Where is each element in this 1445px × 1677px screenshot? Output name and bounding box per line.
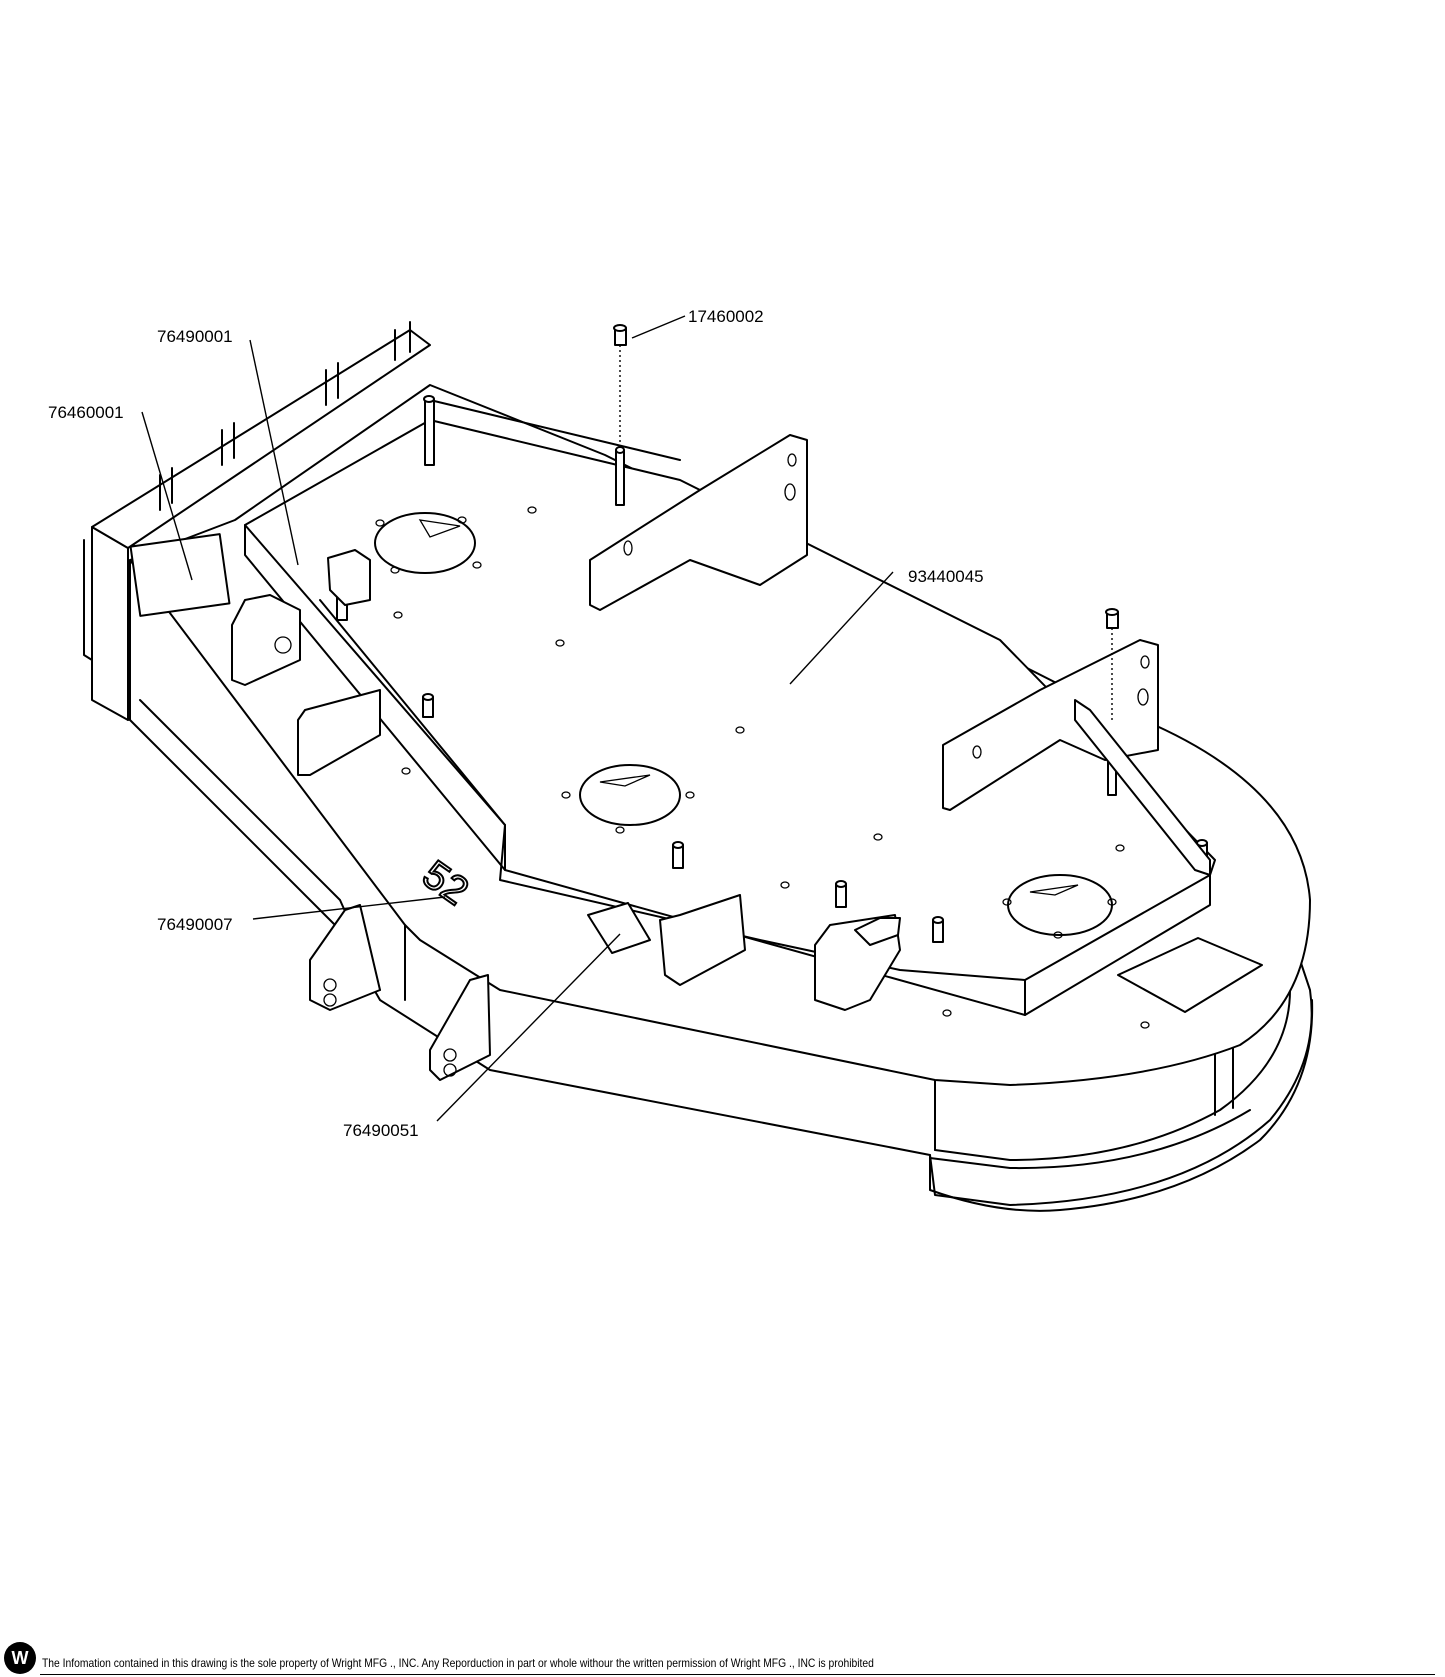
callout-93440045: 93440045 <box>908 567 984 586</box>
rear-wall-right <box>1074 699 1211 876</box>
leader-lines <box>141 315 894 1122</box>
bumper-brackets <box>159 321 411 511</box>
front-hanger-brackets <box>231 549 381 776</box>
rear-hanger-bracket-right <box>942 639 1159 811</box>
front-bumper <box>83 329 431 721</box>
callout-17460002: 17460002 <box>688 307 764 326</box>
callout-76490051: 76490051 <box>343 1121 419 1140</box>
exploded-caps <box>613 324 1119 629</box>
front-lift-brackets <box>309 894 901 1081</box>
callout-76490001: 76490001 <box>157 327 233 346</box>
deck-decals <box>587 902 1263 1013</box>
copyright-notice: The Infomation contained in this drawing… <box>42 1656 874 1670</box>
wright-logo: W <box>4 1642 36 1674</box>
footer-rule <box>40 1674 1435 1675</box>
rear-hanger-bracket-left <box>589 434 808 611</box>
part-callouts: 17460002 76490001 76460001 93440045 7649… <box>48 307 984 1140</box>
callout-76460001: 76460001 <box>48 403 124 422</box>
footer: W The Infomation contained in this drawi… <box>0 1640 1445 1677</box>
callout-76490007: 76490007 <box>157 915 233 934</box>
bolt-holes <box>375 506 1150 1029</box>
